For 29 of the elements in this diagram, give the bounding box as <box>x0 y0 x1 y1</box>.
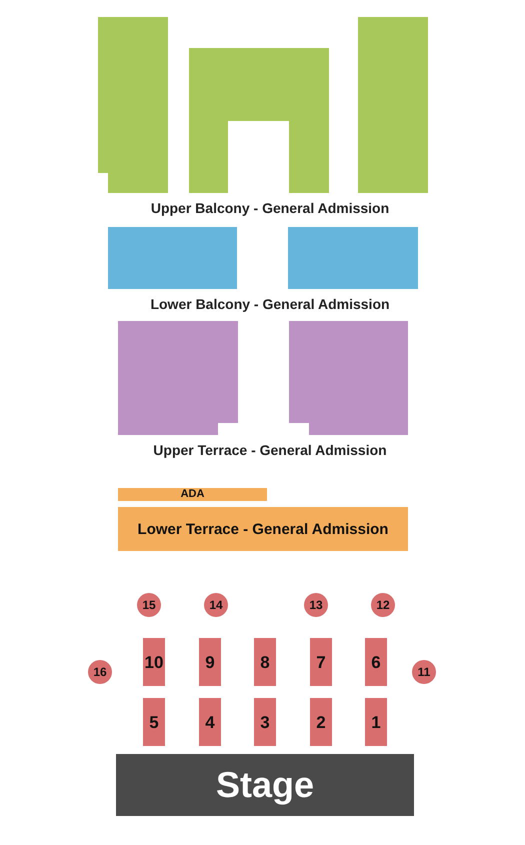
ada-section: ADA <box>118 488 267 501</box>
table-section: 5 <box>143 698 165 746</box>
table-circle: 15 <box>137 593 161 617</box>
table-circle: 16 <box>88 660 112 684</box>
stage: Stage <box>116 754 414 816</box>
table-section: 2 <box>310 698 332 746</box>
table-section: 9 <box>199 638 221 686</box>
section-label: Upper Terrace - General Admission <box>153 442 387 458</box>
table-section: 4 <box>199 698 221 746</box>
table-circle: 11 <box>412 660 436 684</box>
table-section: 8 <box>254 638 276 686</box>
seating-block <box>288 227 418 289</box>
seating-block <box>358 17 428 193</box>
table-circle: 14 <box>204 593 228 617</box>
seating-block <box>98 17 168 193</box>
table-section: 3 <box>254 698 276 746</box>
section-label: Lower Balcony - General Admission <box>150 296 390 312</box>
seating-block <box>118 321 238 435</box>
seating-block <box>108 227 237 289</box>
table-circle: 13 <box>304 593 328 617</box>
lower-terrace-section: Lower Terrace - General Admission <box>118 507 408 551</box>
table-circle: 12 <box>371 593 395 617</box>
table-section: 7 <box>310 638 332 686</box>
table-section: 1 <box>365 698 387 746</box>
seating-block <box>289 321 408 435</box>
seating-block <box>189 48 329 193</box>
table-section: 10 <box>143 638 165 686</box>
table-section: 6 <box>365 638 387 686</box>
section-label: Upper Balcony - General Admission <box>150 200 390 216</box>
